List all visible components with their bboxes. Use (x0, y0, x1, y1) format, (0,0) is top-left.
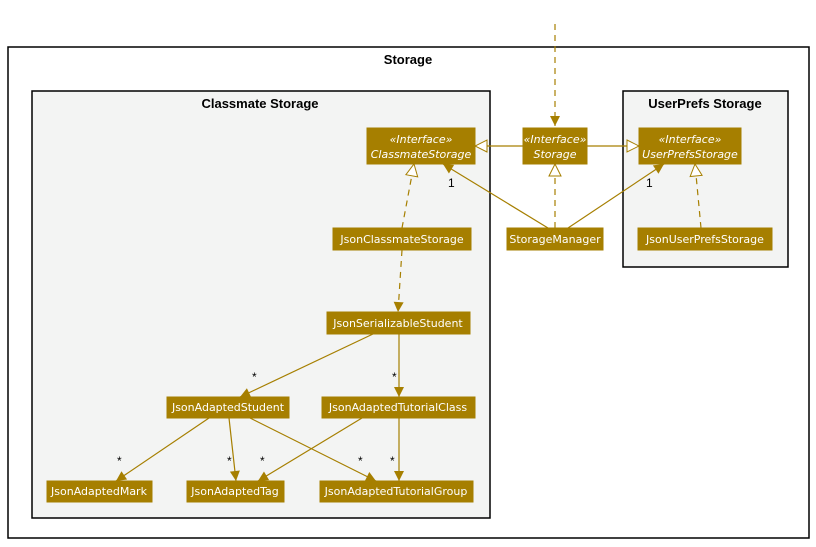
classmate-storage-label: ClassmateStorage (371, 148, 472, 161)
json-adapted-mark-node: JsonAdaptedMark (46, 480, 153, 503)
json-adapted-tutorial-group-node: JsonAdaptedTutorialGroup (319, 480, 474, 503)
edge-serializable-to-student (239, 333, 374, 398)
userprefs-storage-interface: «Interface» UserPrefsStorage (638, 127, 742, 165)
edge-student-to-tutorialgroup (249, 417, 377, 482)
storage-manager-label: StorageManager (509, 233, 601, 246)
userprefs-storage-stereotype: «Interface» (659, 133, 722, 146)
json-adapted-tag-node: JsonAdaptedTag (186, 480, 285, 503)
json-classmate-storage-node: JsonClassmateStorage (332, 227, 472, 251)
edge-student-to-tag (228, 417, 240, 482)
json-adapted-student-label: JsonAdaptedStudent (171, 401, 285, 414)
storage-interface: «Interface» Storage (522, 127, 588, 165)
edge-tutorialclass-to-tag (257, 417, 363, 482)
mult-tag-from-tutorialclass: * (260, 454, 265, 468)
userprefs-storage-label: UserPrefsStorage (642, 148, 738, 161)
mult-student: * (252, 370, 257, 384)
edge-manager-to-userprefs (567, 163, 665, 229)
json-adapted-tutorial-class-node: JsonAdaptedTutorialClass (321, 396, 476, 419)
storage-manager-node: StorageManager (506, 227, 604, 251)
json-adapted-mark-label: JsonAdaptedMark (50, 485, 148, 498)
json-classmate-storage-label: JsonClassmateStorage (339, 233, 463, 246)
mult-userprefs: 1 (646, 176, 653, 190)
json-userprefs-storage-node: JsonUserPrefsStorage (637, 227, 773, 251)
userprefs-storage-package-title: UserPrefs Storage (648, 96, 761, 111)
storage-label: Storage (533, 148, 576, 161)
mult-mark: * (117, 454, 122, 468)
edge-manager-to-classmate (442, 163, 549, 229)
json-adapted-tutorial-group-label: JsonAdaptedTutorialGroup (324, 485, 468, 498)
classmate-storage-stereotype: «Interface» (390, 133, 453, 146)
classmate-storage-package-title: Classmate Storage (201, 96, 318, 111)
classmate-storage-interface: «Interface» ClassmateStorage (366, 127, 476, 165)
mult-group-from-student: * (358, 454, 363, 468)
mult-classmate: 1 (448, 176, 455, 190)
json-adapted-student-node: JsonAdaptedStudent (166, 396, 290, 419)
mult-tag-from-student: * (227, 454, 232, 468)
mult-group-from-tutorialclass: * (390, 454, 395, 468)
json-serializable-student-label: JsonSerializableStudent (332, 317, 463, 330)
edge-student-to-mark (115, 417, 210, 482)
json-userprefs-storage-label: JsonUserPrefsStorage (645, 233, 764, 246)
json-serializable-student-node: JsonSerializableStudent (326, 311, 471, 335)
storage-stereotype: «Interface» (524, 133, 587, 146)
json-adapted-tutorial-class-label: JsonAdaptedTutorialClass (328, 401, 467, 414)
mult-tutorialclass: * (392, 370, 397, 384)
storage-package-title: Storage (384, 52, 432, 67)
json-adapted-tag-label: JsonAdaptedTag (190, 485, 278, 498)
